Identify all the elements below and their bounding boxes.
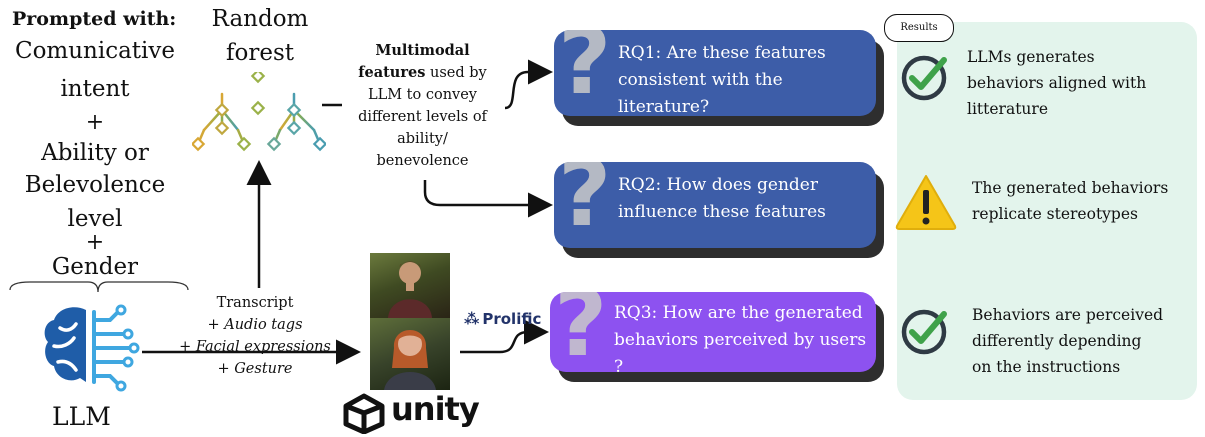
prompt-line-intent-1: Comunicative	[14, 38, 176, 64]
warning-triangle-icon	[895, 175, 957, 230]
transcript-line1: Transcript	[216, 295, 294, 311]
rq3-line2: behaviors perceived by users ?	[614, 330, 867, 372]
unity-label: unity	[391, 390, 480, 428]
prompt-plus-1: +	[85, 110, 105, 135]
random-forest-title-line2: forest	[225, 40, 294, 66]
check-circle-icon	[901, 55, 947, 101]
question-mark-icon: ?	[558, 162, 612, 247]
result-3-line2: differently depending	[972, 332, 1142, 350]
result-1-line2: behaviors aligned with	[967, 74, 1147, 92]
male-avatar-image	[370, 253, 450, 318]
multimodal-line3: LLM to convey	[367, 87, 478, 103]
prolific-logo-icon: ⁂	[464, 310, 480, 328]
decision-tree-icon	[192, 72, 326, 152]
features-to-rq1-arrow	[504, 59, 553, 110]
rq1-line2: consistent with the literature?	[618, 70, 783, 116]
result-2-text: The generated behaviors replicate stereo…	[972, 175, 1182, 227]
prolific-brand: ⁂Prolific	[464, 310, 541, 328]
results-tag: Results	[884, 14, 954, 42]
result-1-text: LLMs generates behaviors aligned with li…	[967, 44, 1167, 122]
brain-circuit-icon	[44, 304, 140, 392]
rq3-box: ? RQ3: How are the generated behaviors p…	[550, 292, 876, 372]
result-3-line1: Behaviors are perceived	[972, 306, 1164, 324]
features-to-rq2-arrow	[423, 180, 553, 218]
rq2-line2: influence these features	[618, 202, 826, 222]
random-forest-title-line1: Random	[211, 6, 309, 32]
llm-label: LLM	[52, 402, 111, 431]
rq1-line1: RQ1: Are these features	[618, 43, 826, 63]
prolific-label: Prolific	[482, 310, 542, 328]
multimodal-bold-word: features	[358, 64, 426, 81]
transcript-line2: + Audio tags	[207, 317, 303, 333]
rq1-text: RQ1: Are these features consistent with …	[618, 40, 876, 116]
prompt-line-intent-2: intent	[60, 76, 130, 102]
prompt-brace	[9, 281, 189, 293]
multimodal-line2-rest: used by	[425, 65, 487, 81]
transcript-line4: + Gesture	[217, 361, 293, 377]
question-mark-icon: ?	[558, 30, 612, 115]
avatar-to-rq3-arrow	[460, 319, 549, 354]
rq2-box: ? RQ2: How does gender influence these f…	[554, 162, 876, 248]
random-forest-title: Random forest	[190, 2, 330, 70]
transcript-description: Transcript + Audio tags + Facial express…	[175, 292, 335, 380]
rq2-line1: RQ2: How does gender	[618, 175, 818, 195]
rq1-box: ? RQ1: Are these features consistent wit…	[554, 30, 876, 116]
result-3-text: Behaviors are perceived differently depe…	[972, 302, 1182, 380]
transcript-line3: + Facial expressions	[179, 339, 331, 355]
prompt-line-level: level	[67, 206, 123, 232]
rq2-text: RQ2: How does gender influence these fea…	[618, 172, 876, 226]
result-2-line2: replicate stereotypes	[972, 205, 1138, 223]
multimodal-line4: different levels of	[358, 109, 487, 125]
question-mark-icon: ?	[554, 292, 608, 372]
result-2-line1: The generated behaviors	[972, 179, 1169, 197]
rq3-line1: RQ3: How are the generated	[614, 303, 863, 323]
unity-logo-icon	[343, 393, 385, 434]
prompt-line-ability: Ability or	[41, 140, 149, 166]
result-1-line1: LLMs generates	[967, 48, 1095, 66]
multimodal-features-description: Multimodal features used by LLM to conve…	[345, 40, 500, 172]
result-3-line3: on the instructions	[972, 358, 1121, 376]
female-avatar-image	[370, 318, 450, 390]
prompt-line-gender: Gender	[51, 254, 139, 280]
rq3-text: RQ3: How are the generated behaviors per…	[614, 300, 874, 372]
prompt-plus-2: +	[85, 230, 105, 255]
check-circle-icon	[901, 309, 947, 355]
prompt-line-benevolence: Belevolence	[24, 172, 166, 198]
multimodal-bold-line: Multimodal	[375, 42, 470, 59]
result-1-line3: litterature	[967, 100, 1048, 118]
multimodal-line6: benevolence	[376, 153, 469, 169]
multimodal-line5: ability/	[397, 131, 448, 147]
prompt-heading: Prompted with:	[12, 8, 177, 30]
